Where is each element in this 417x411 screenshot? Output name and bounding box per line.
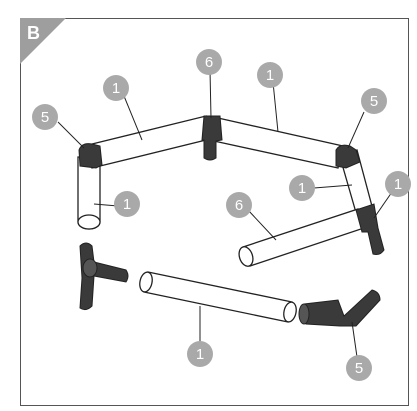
svg-text:6: 6 xyxy=(235,197,243,214)
tube-top-left xyxy=(87,115,211,169)
callout-1-middle-right-tube: 6 xyxy=(226,192,252,218)
svg-text:1: 1 xyxy=(394,176,402,193)
svg-text:5: 5 xyxy=(355,360,363,377)
callout-6-right: 1 xyxy=(385,171,411,197)
tee-connector-top-middle xyxy=(201,115,223,161)
svg-text:5: 5 xyxy=(41,109,49,126)
callout-1-left-vertical-tube: 1 xyxy=(114,191,140,217)
panel-label: B xyxy=(27,23,40,43)
tube-left-vertical xyxy=(77,156,101,230)
tube-bottom-long xyxy=(139,271,297,323)
elbow-connector-top-right xyxy=(335,144,361,169)
callout-1-top-right-tube: 1 xyxy=(257,62,283,88)
elbow-connector-loose xyxy=(298,289,381,327)
callout-1-top-left-tube: 1 xyxy=(103,75,129,101)
leader-lines xyxy=(57,69,393,358)
svg-text:5: 5 xyxy=(370,93,378,110)
svg-text:1: 1 xyxy=(266,67,274,84)
svg-text:1: 1 xyxy=(298,180,306,197)
tee-connector-loose xyxy=(79,242,129,311)
callout-5-bottom-right: 5 xyxy=(346,355,372,381)
callout-1-right-diagonal-tube: 1 xyxy=(289,175,315,201)
callout-1-bottom-long-tube: 1 xyxy=(187,341,213,367)
callout-5-top-left: 5 xyxy=(32,104,58,130)
svg-text:6: 6 xyxy=(205,54,213,71)
svg-text:1: 1 xyxy=(112,80,120,97)
svg-text:1: 1 xyxy=(123,196,131,213)
panel-corner-tab: B xyxy=(20,18,66,64)
callout-6-top-middle: 6 xyxy=(196,49,222,75)
callout-5-top-right: 5 xyxy=(361,88,387,114)
tube-top-right xyxy=(213,117,344,169)
elbow-connector-top-left xyxy=(78,143,103,169)
tee-connector-right xyxy=(355,203,385,255)
svg-text:1: 1 xyxy=(196,346,204,363)
